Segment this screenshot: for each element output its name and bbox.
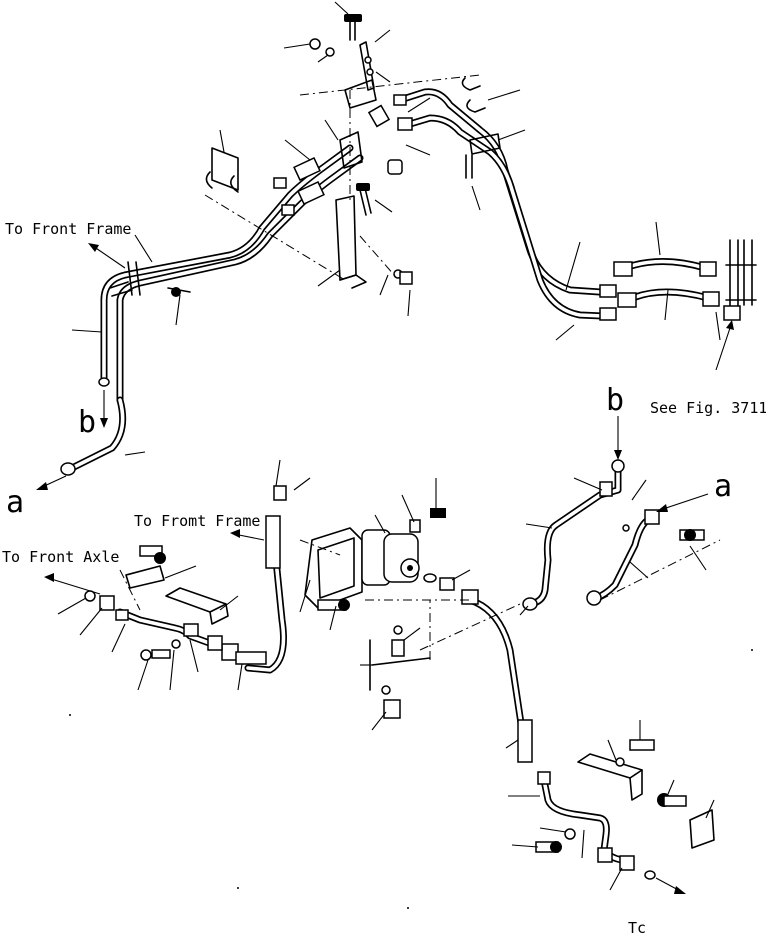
label-to-front-axle: To Front Axle <box>2 548 119 566</box>
label-see-fig: See Fig. 3711B <box>650 399 766 417</box>
lower-pipe-assembly <box>84 459 721 880</box>
upper-pipe-assembly <box>60 14 757 476</box>
upper-annotations: To Front Frame b a See Fig. 3711B <box>5 220 766 520</box>
letter-a-left: a <box>6 485 24 520</box>
upper-leader-lines <box>71 1 721 456</box>
lower-leader-lines <box>57 459 715 891</box>
letter-b-right: b <box>606 383 624 418</box>
label-bottom-truncated: Tc <box>628 919 646 935</box>
letter-b-left: b <box>78 405 96 440</box>
scan-specks <box>69 649 753 909</box>
lower-annotations: To Fromt Frame To Front Axle b a Tc <box>2 383 732 935</box>
letter-a-right: a <box>714 469 732 504</box>
label-to-front-frame-top: To Front Frame <box>5 220 131 238</box>
label-to-front-frame-mid: To Fromt Frame <box>134 512 260 530</box>
